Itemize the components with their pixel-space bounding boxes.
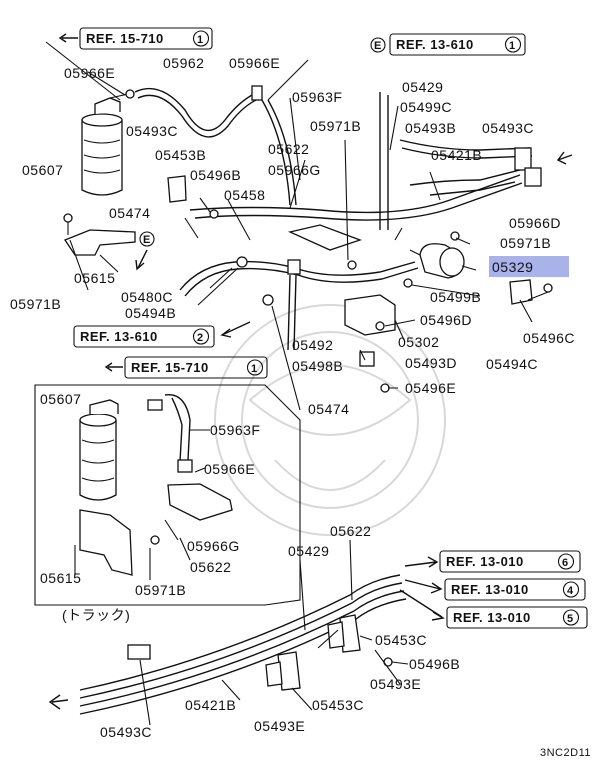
truck-inset (34, 384, 301, 606)
part-label[interactable]: 05607 (40, 391, 81, 407)
part-label[interactable]: 05493C (482, 120, 534, 136)
svg-text:E: E (374, 40, 382, 52)
svg-text:1: 1 (197, 34, 204, 46)
part-label[interactable]: 05496C (523, 330, 575, 346)
svg-text:1: 1 (251, 363, 258, 375)
highlight-05329 (489, 256, 569, 277)
part-label[interactable]: 05496B (409, 656, 460, 672)
svg-text:E: E (143, 234, 151, 246)
svg-text:REF. 13-610: REF. 13-610 (80, 329, 158, 344)
part-label[interactable]: 05453C (312, 697, 364, 713)
part-label[interactable]: 05493C (126, 123, 178, 139)
fuel-pump-upper (81, 89, 135, 196)
truck-note: (トラック) (62, 607, 130, 623)
part-label[interactable]: 05474 (308, 401, 349, 417)
svg-text:2: 2 (197, 332, 204, 344)
part-label[interactable]: 05493C (100, 724, 152, 740)
part-label[interactable]: 05622 (330, 523, 371, 539)
ref-box-13-010-6[interactable]: REF. 13-010 6 (439, 550, 581, 573)
part-label[interactable]: 05329 (492, 259, 533, 275)
svg-text:4: 4 (567, 585, 574, 597)
part-label[interactable]: 05971B (500, 235, 551, 251)
svg-text:1: 1 (509, 40, 516, 52)
part-label[interactable]: 05966D (509, 215, 561, 231)
e-marker: E (135, 231, 155, 271)
svg-text:REF. 15-710: REF. 15-710 (86, 31, 164, 46)
part-label[interactable]: 05494C (486, 356, 538, 372)
part-label[interactable]: 05963F (292, 89, 342, 105)
part-label[interactable]: 05474 (109, 205, 150, 221)
part-label[interactable]: 05499B (430, 289, 481, 305)
part-label[interactable]: 05493D (405, 355, 457, 371)
arrow-icon (104, 362, 123, 372)
part-label[interactable]: 05966G (187, 538, 240, 554)
part-label[interactable]: 05971B (10, 296, 61, 312)
part-label[interactable]: 05453B (155, 147, 206, 163)
part-label[interactable]: 05421B (185, 697, 236, 713)
ref-box-15-710-truck[interactable]: REF. 15-710 1 (124, 356, 268, 379)
part-label[interactable]: 05499C (400, 99, 452, 115)
arrow-icon (556, 151, 573, 165)
part-label[interactable]: 05615 (40, 570, 81, 586)
arrow-icon (399, 556, 445, 621)
part-label[interactable]: 05421B (431, 147, 482, 163)
arrow-icon (220, 321, 251, 338)
fuel-filter (409, 243, 465, 279)
svg-text:REF. 15-710: REF. 15-710 (131, 360, 209, 375)
part-label[interactable]: 05607 (22, 162, 63, 178)
part-label[interactable]: 05966E (64, 65, 115, 81)
ref-box-13-610-2[interactable]: REF. 13-610 2 (73, 325, 215, 348)
ref-box-13-010-5[interactable]: REF. 13-010 5 (446, 606, 588, 629)
svg-text:REF. 13-010: REF. 13-010 (451, 582, 529, 597)
part-label[interactable]: 05453C (375, 632, 427, 648)
part-label[interactable]: 05622 (268, 141, 309, 157)
watermark-emblem (214, 304, 446, 536)
part-label[interactable]: 05496E (405, 380, 456, 396)
ref-box-15-710-top[interactable]: REF. 15-710 1 (79, 27, 213, 50)
ref-box-13-610-1[interactable]: E REF. 13-610 1 (370, 33, 526, 56)
svg-text:6: 6 (562, 557, 569, 569)
arrow-icon (48, 694, 69, 710)
pipe-bundle-lower (48, 574, 407, 715)
part-label[interactable]: 05493B (405, 120, 456, 136)
part-label[interactable]: 05962 (163, 55, 204, 71)
part-label[interactable]: 05963F (210, 422, 260, 438)
part-label[interactable]: 05498B (292, 358, 343, 374)
part-label[interactable]: 05493E (254, 718, 305, 734)
part-label[interactable]: 05493E (370, 676, 421, 692)
part-label[interactable]: 05971B (310, 118, 361, 134)
part-label[interactable]: 05458 (224, 187, 265, 203)
part-label[interactable]: 05966E (204, 461, 255, 477)
part-label[interactable]: 05622 (190, 559, 231, 575)
part-label[interactable]: 05496B (190, 167, 241, 183)
part-label[interactable]: 05615 (74, 270, 115, 286)
diagram-code: 3NC2D11 (540, 747, 591, 759)
part-label[interactable]: 05494B (125, 305, 176, 321)
svg-text:5: 5 (567, 613, 574, 625)
part-label[interactable]: 05966E (229, 55, 280, 71)
part-label[interactable]: 05971B (135, 582, 186, 598)
svg-text:REF. 13-610: REF. 13-610 (396, 37, 474, 52)
part-label[interactable]: 05492 (292, 337, 333, 353)
svg-text:REF. 13-010: REF. 13-010 (453, 610, 531, 625)
part-label[interactable]: 05302 (398, 334, 439, 350)
ref-box-13-010-4[interactable]: REF. 13-010 4 (444, 578, 586, 601)
part-label[interactable]: 05429 (402, 79, 443, 95)
part-label[interactable]: 05429 (288, 543, 329, 559)
part-label[interactable]: 05480C (121, 289, 173, 305)
svg-text:REF. 13-010: REF. 13-010 (446, 554, 524, 569)
part-label[interactable]: 05966G (268, 162, 321, 178)
part-label[interactable]: 05496D (420, 312, 472, 328)
arrow-icon (58, 33, 78, 43)
